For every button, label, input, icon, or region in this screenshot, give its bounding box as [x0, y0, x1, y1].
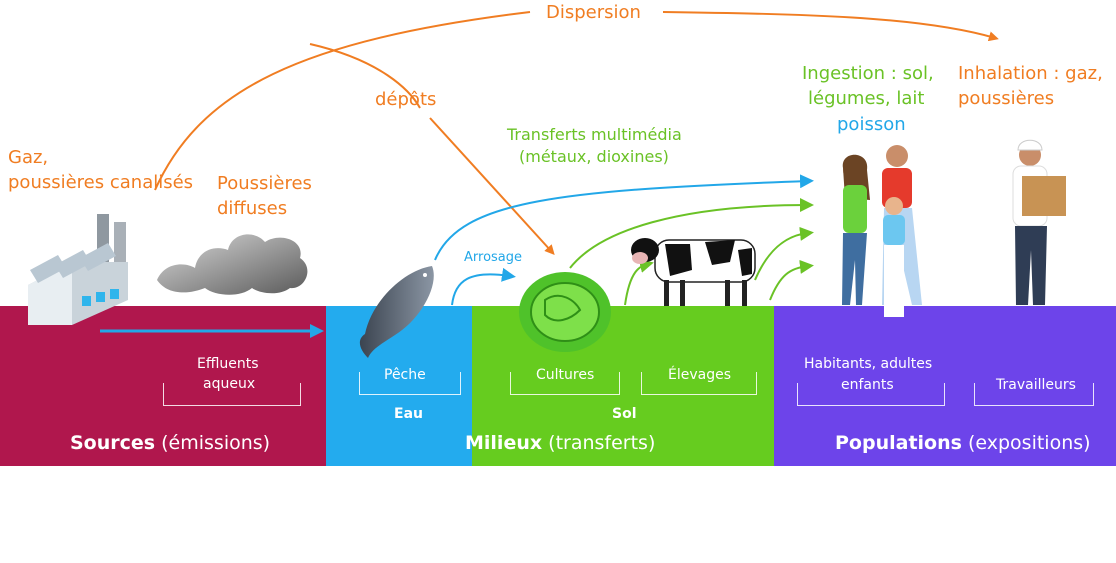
habitants-label-1: Habitants, adultes: [804, 356, 933, 372]
sol-band: [472, 306, 774, 466]
effluents-bracket: [163, 383, 301, 406]
ingestion-label-2: légumes, lait: [808, 88, 925, 109]
populations-band: [774, 306, 1116, 466]
factory-icon: [28, 214, 128, 325]
cultures-label: Cultures: [536, 367, 595, 383]
effluents-label-2: aqueux: [203, 376, 256, 392]
diffuses-label-1: Poussières: [217, 173, 312, 194]
eau-label: Eau: [394, 406, 423, 422]
ingestion-label-1: Ingestion : sol,: [802, 63, 934, 84]
arrosage-arrow: [451, 267, 516, 306]
habitants-bracket: [797, 383, 945, 406]
ingestion-label-3: poisson: [837, 114, 906, 135]
travailleurs-label: Travailleurs: [996, 377, 1076, 393]
elevages-bracket: [641, 372, 757, 395]
inhalation-label-1: Inhalation : gaz,: [958, 63, 1103, 84]
gaz-label-1: Gaz,: [8, 147, 49, 168]
sources-title-bold: Sources: [70, 432, 156, 454]
gaz-label-2: poussières canalisés: [8, 172, 194, 193]
sources-title-rest: (émissions): [155, 432, 271, 454]
diffuses-label-2: diffuses: [217, 198, 288, 219]
peche-label: Pêche: [384, 367, 426, 383]
milieux-title-rest: (transferts): [542, 432, 656, 454]
smoke-cloud-icon: [157, 234, 308, 295]
dispersion-label: Dispersion: [546, 2, 641, 23]
peche-bracket: [359, 372, 461, 395]
transferts-label-2: (métaux, dioxines): [519, 147, 669, 166]
depots-label: dépôts: [375, 89, 437, 110]
eau-band: [326, 306, 472, 466]
elevages-label: Élevages: [668, 367, 732, 383]
dispersion-arrow: [154, 11, 531, 191]
milieux-title-bold: Milieux: [465, 432, 543, 454]
cultures-bracket: [510, 372, 620, 395]
worker-icon: [1012, 139, 1066, 305]
habitants-label-2: enfants: [841, 377, 894, 393]
populations-title-rest: (expositions): [961, 432, 1091, 454]
milieux-title: Milieux (transferts): [465, 432, 655, 454]
effluents-label-1: Effluents: [197, 356, 259, 372]
travailleurs-bracket: [974, 383, 1094, 406]
sol-label: Sol: [612, 406, 637, 422]
cow-icon: [631, 238, 756, 306]
populations-title: Populations (expositions): [835, 432, 1091, 454]
fish-icon: [359, 266, 434, 358]
transfer-arrow-1: [569, 198, 814, 269]
inhalation-label-2: poussières: [958, 88, 1055, 109]
populations-title-bold: Populations: [835, 432, 962, 454]
depots-arrow: [309, 43, 421, 109]
lettuce-icon: [519, 272, 611, 352]
transferts-label-1: Transferts multimédia: [507, 125, 682, 144]
arrosage-label: Arrosage: [464, 250, 523, 265]
sources-title: Sources (émissions): [70, 432, 270, 454]
family-icon: [842, 145, 922, 317]
